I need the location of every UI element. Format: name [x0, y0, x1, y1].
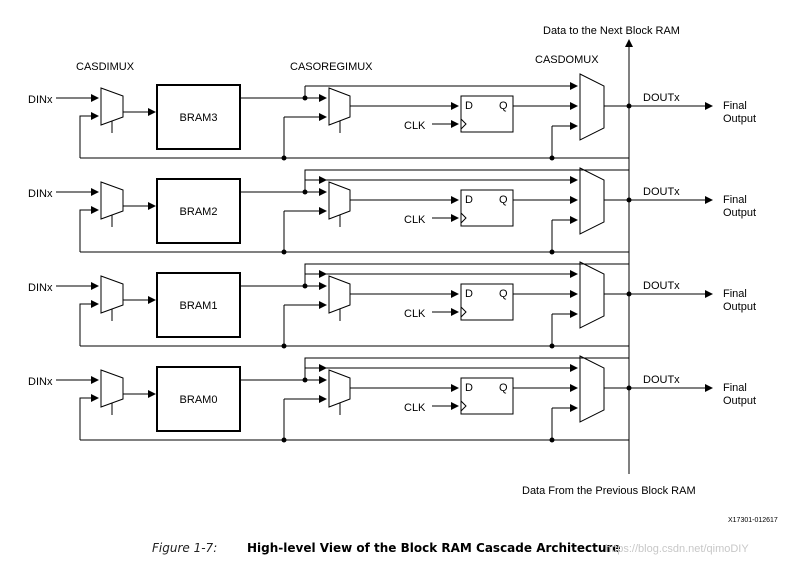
casdimux-shape — [100, 87, 124, 126]
q-label: Q — [499, 382, 508, 394]
final-output-label-line2: Output — [723, 207, 756, 219]
casdomux-header: CASDOMUX — [535, 54, 599, 66]
casdomux-shape — [579, 261, 605, 329]
clk-label: CLK — [404, 308, 426, 320]
bram-label: BRAM3 — [180, 112, 218, 124]
previous-block-ram-label: Data From the Previous Block RAM — [522, 485, 696, 497]
casdimux-shape — [100, 275, 124, 314]
d-label: D — [465, 288, 473, 300]
figure-caption: High-level View of the Block RAM Cascade… — [247, 541, 621, 555]
final-output-label-line2: Output — [723, 301, 756, 313]
q-label: Q — [499, 100, 508, 112]
bram-block — [156, 272, 241, 338]
din-label: DINx — [28, 94, 53, 106]
flip-flop — [460, 189, 514, 227]
clk-label: CLK — [404, 120, 426, 132]
flip-flop — [460, 95, 514, 133]
cascade-bus-3 — [79, 300, 629, 372]
din-label: DINx — [28, 188, 53, 200]
cascade-bus-2 — [79, 206, 629, 278]
casoregimux-shape — [328, 87, 351, 126]
dout-label: DOUTx — [643, 280, 680, 292]
d-label: D — [465, 194, 473, 206]
final-output-label-line2: Output — [723, 113, 756, 125]
casoregimux-shape — [328, 275, 351, 314]
next-block-ram-label: Data to the Next Block RAM — [543, 25, 680, 37]
cascade-row-bram0: DINx BRAM0 D Q CLK DOUTx Final Output — [28, 355, 756, 440]
flip-flop — [460, 283, 514, 321]
q-label: Q — [499, 194, 508, 206]
cascade-row-bram2: DINx BRAM2 D Q CLK DOUTx Final Output — [28, 167, 756, 264]
clk-label: CLK — [404, 402, 426, 414]
bram-block — [156, 84, 241, 150]
clock-triangle — [460, 306, 467, 318]
casdomux-shape — [579, 167, 605, 235]
figure-number: Figure 1-7: — [152, 541, 217, 555]
final-output-label-line1: Final — [723, 100, 747, 112]
final-output-label-line2: Output — [723, 395, 756, 407]
din-label: DINx — [28, 282, 53, 294]
casdimux-header: CASDIMUX — [76, 61, 135, 73]
q-label: Q — [499, 288, 508, 300]
clock-triangle — [460, 212, 467, 224]
cascade-bus-1 — [79, 112, 629, 184]
d-label: D — [465, 382, 473, 394]
casdomux-shape — [579, 355, 605, 423]
figure-id: X17301-012617 — [728, 517, 778, 524]
casoregimux-shape — [328, 181, 351, 220]
cascade-row-bram3: DINx BRAM3 D Q CLK DOUTx Final Output — [28, 73, 756, 170]
watermark: https://blog.csdn.net/qimoDIY — [605, 543, 749, 555]
dout-label: DOUTx — [643, 374, 680, 386]
bram-label: BRAM1 — [180, 300, 218, 312]
casdimux-shape — [100, 369, 124, 408]
d-label: D — [465, 100, 473, 112]
casoregimux-header: CASOREGIMUX — [290, 61, 373, 73]
final-output-label-line1: Final — [723, 194, 747, 206]
casdimux-shape — [100, 181, 124, 220]
flip-flop — [460, 377, 514, 415]
dout-label: DOUTx — [643, 92, 680, 104]
casoregimux-shape — [328, 369, 351, 408]
cascade-bus-4 — [79, 394, 629, 443]
bram-label: BRAM0 — [180, 394, 218, 406]
clock-triangle — [460, 400, 467, 412]
casdomux-shape — [579, 73, 605, 141]
clock-triangle — [460, 118, 467, 130]
bram-block — [156, 366, 241, 432]
cascade-row-bram1: DINx BRAM1 D Q CLK DOUTx Final Output — [28, 261, 756, 358]
dout-label: DOUTx — [643, 186, 680, 198]
bram-block — [156, 178, 241, 244]
din-label: DINx — [28, 376, 53, 388]
bram-label: BRAM2 — [180, 206, 218, 218]
final-output-label-line1: Final — [723, 288, 747, 300]
clk-label: CLK — [404, 214, 426, 226]
final-output-label-line1: Final — [723, 382, 747, 394]
